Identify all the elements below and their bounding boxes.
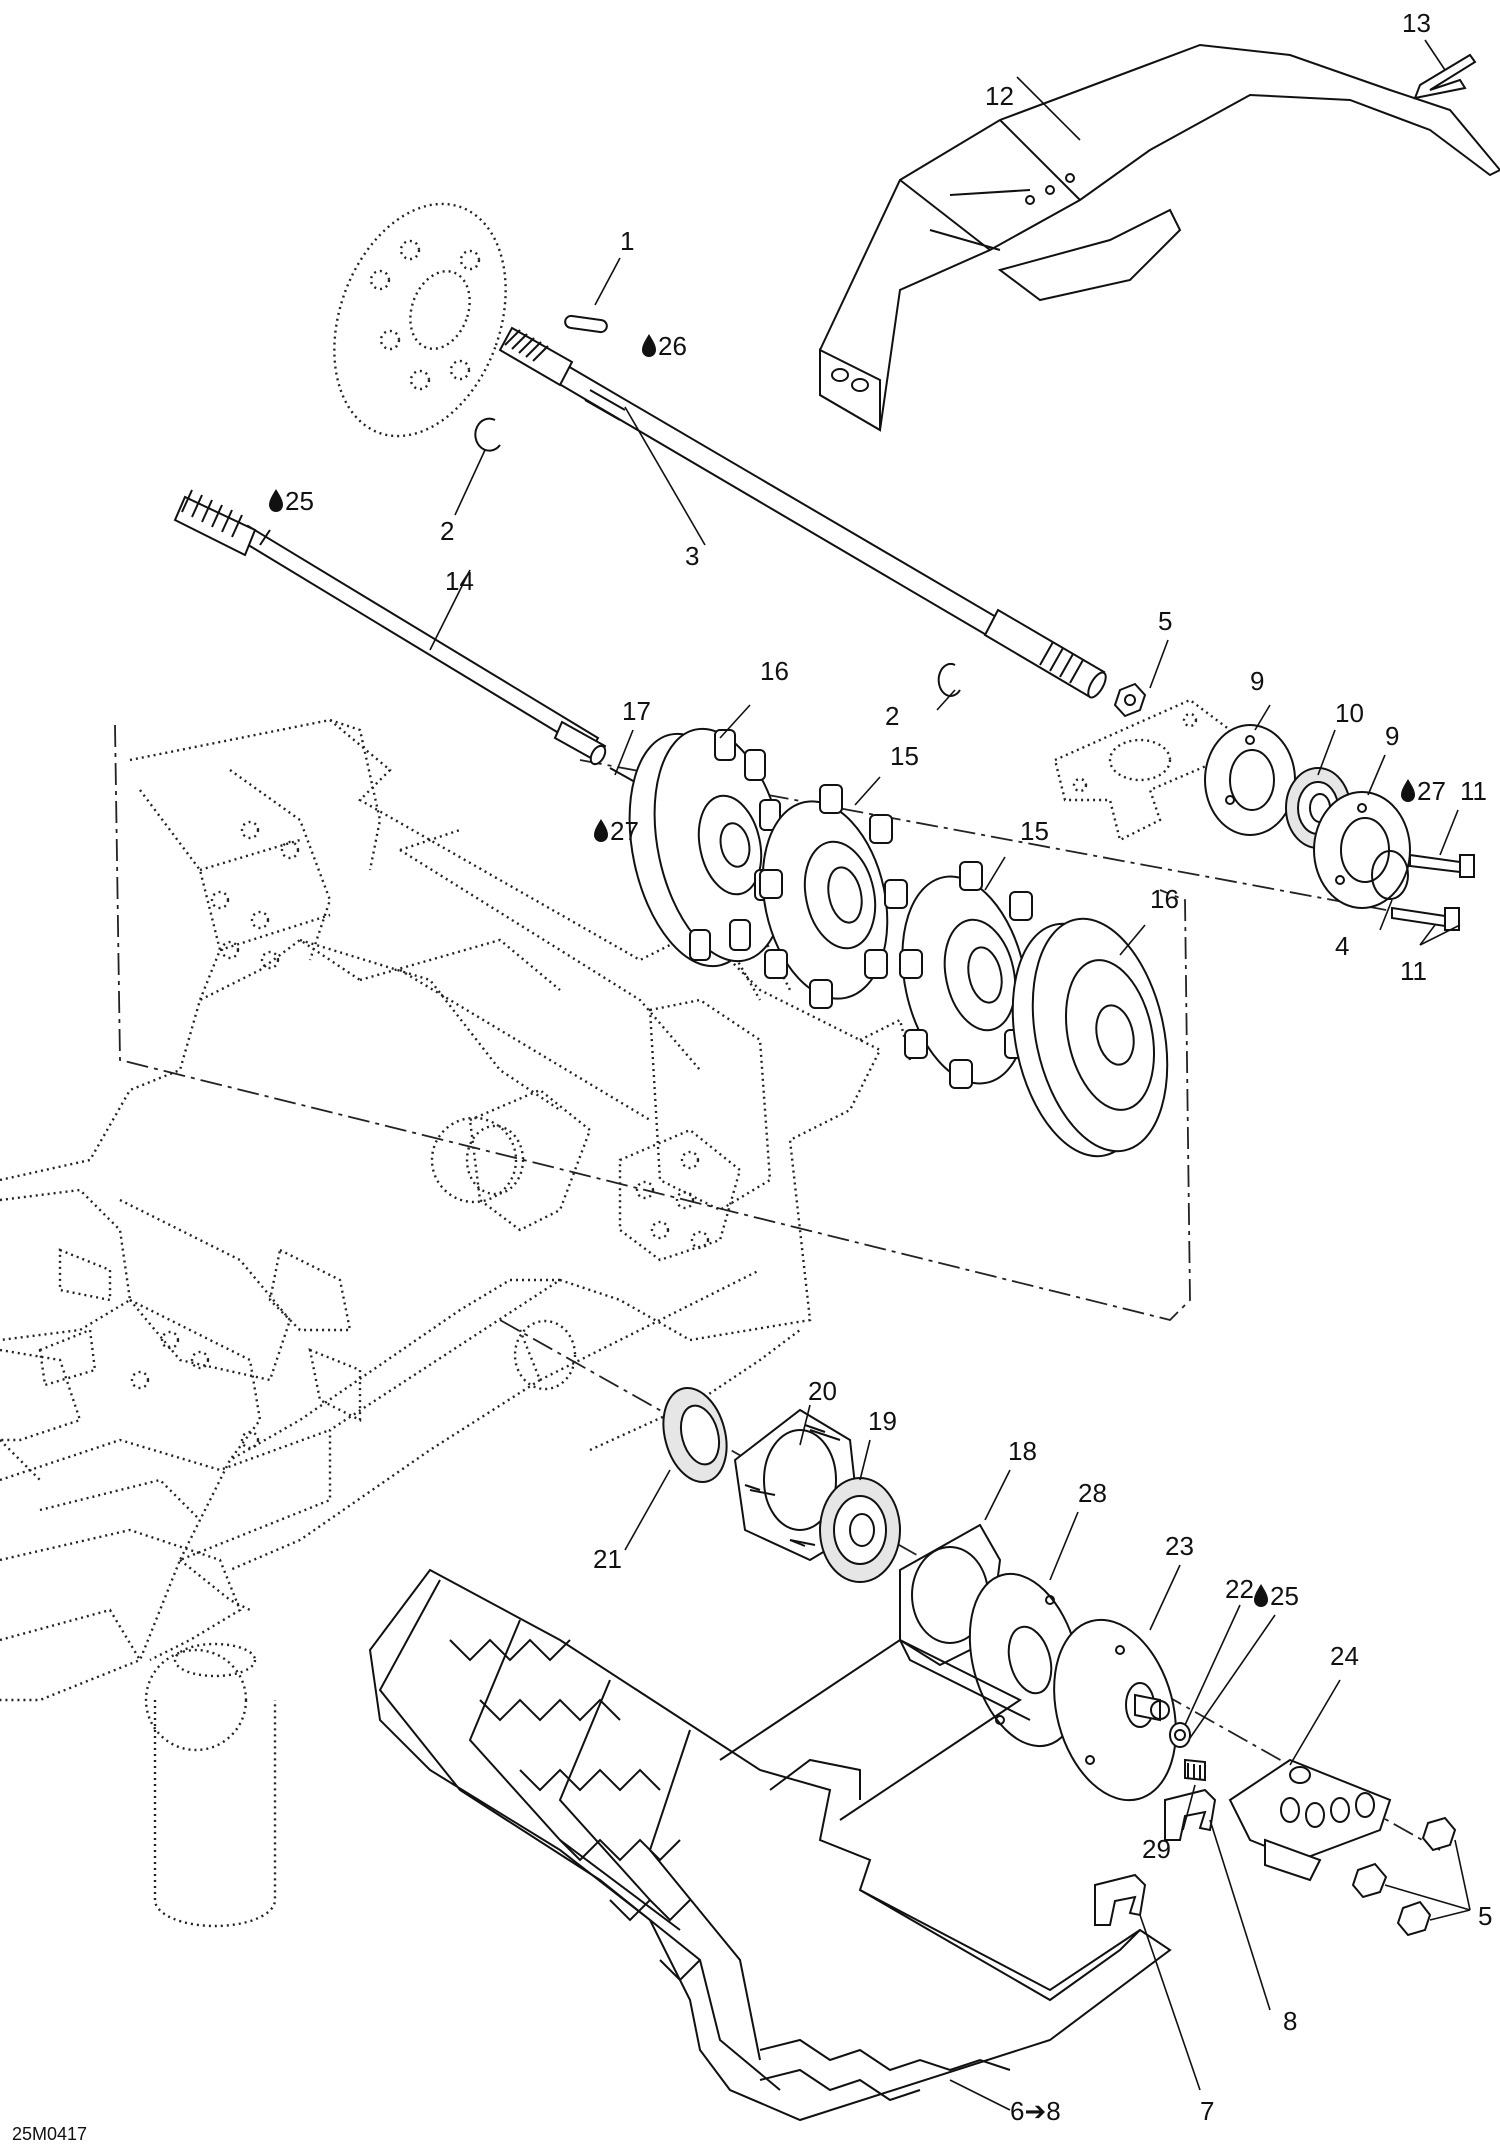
slide-guide-part-7: [1094, 1873, 1147, 1926]
clip-part-13: [1413, 53, 1477, 100]
flange-part-9-right: [1313, 791, 1411, 909]
callout-6-8: 6➔8: [1010, 2096, 1061, 2126]
bearing-part-19: [819, 1477, 901, 1583]
callout-14: 14: [445, 566, 474, 596]
callout-7: 7: [1200, 2096, 1214, 2126]
hub-part-23: [1053, 1618, 1177, 1802]
protector-part-12: [819, 43, 1500, 432]
callout-25-upper: 25: [285, 486, 314, 516]
oil-drop-icon: [594, 819, 608, 842]
oil-drop-icon: [642, 334, 656, 357]
callout-27-left: 27: [610, 816, 639, 846]
callout-28: 28: [1078, 1478, 1107, 1508]
nuts-part-5-lower: [1351, 1816, 1457, 1937]
callout-24: 24: [1330, 1641, 1359, 1671]
callout-17: 17: [622, 696, 651, 726]
callout-9-right: 9: [1385, 721, 1399, 751]
ring-part-4: [1371, 850, 1409, 900]
track-part-6: [368, 1568, 1172, 2122]
leader-lines: [429, 39, 1471, 2111]
callout-2-upper: 2: [440, 516, 454, 546]
callout-labels: 1 2 2 3 4 5 5 6➔8 7 8 9 9 10 11 11 12 13…: [285, 8, 1492, 2126]
callout-9-left: 9: [1250, 666, 1264, 696]
callout-2-lower: 2: [885, 701, 899, 731]
callout-27-right: 27: [1417, 776, 1446, 806]
sprocket-part-15-left: [759, 784, 908, 1009]
callout-20: 20: [808, 1376, 837, 1406]
oil-drop-icon: [1254, 1584, 1268, 1607]
callout-22: 22: [1225, 1574, 1254, 1604]
callout-21: 21: [593, 1544, 622, 1574]
drive-axle: [498, 326, 1107, 699]
flange-part-9-left: [1204, 724, 1296, 836]
callout-26: 26: [658, 331, 687, 361]
bearing-bracket-upper: [1053, 698, 1232, 842]
idler-wheel-part-16-right: [1011, 917, 1169, 1158]
fitting-part-22: [1169, 1722, 1191, 1748]
sprocket-shaft: [173, 489, 607, 766]
slide-guide-part-8: [1164, 1788, 1217, 1841]
callout-8: 8: [1283, 2006, 1297, 2036]
key-part-1: [564, 314, 608, 334]
callout-10: 10: [1335, 698, 1364, 728]
oil-drop-icon: [269, 489, 283, 512]
cover-part-21: [662, 1386, 728, 1484]
callout-25-lower: 25: [1270, 1581, 1299, 1611]
brake-disc: [333, 202, 507, 438]
pin-part-17: [609, 767, 636, 783]
plug-part-29: [1184, 1758, 1206, 1782]
nut-part-5-upper: [1113, 682, 1147, 718]
assembly-boundary: [114, 724, 1191, 1321]
idler-wheel-part-16-left: [628, 727, 787, 968]
callout-19: 19: [868, 1406, 897, 1436]
circlip-part-2-upper: [474, 417, 501, 452]
circlip-part-2-lower: [937, 662, 961, 697]
callout-13: 13: [1402, 8, 1431, 38]
callout-5-upper: 5: [1158, 606, 1172, 636]
callout-3: 3: [685, 541, 699, 571]
callout-16-right: 16: [1150, 884, 1179, 914]
callout-12: 12: [985, 81, 1014, 111]
bracket-part-24: [1228, 1758, 1392, 1882]
callout-29: 29: [1142, 1834, 1171, 1864]
screws-part-11: [1391, 853, 1475, 931]
callout-11-upper: 11: [1460, 776, 1487, 806]
callout-11-lower: 11: [1400, 956, 1427, 986]
callout-23: 23: [1165, 1531, 1194, 1561]
callout-15-left: 15: [890, 741, 919, 771]
oil-drop-icon: [1401, 779, 1415, 802]
callout-15-right: 15: [1020, 816, 1049, 846]
callout-1: 1: [620, 226, 634, 256]
callout-18: 18: [1008, 1436, 1037, 1466]
callout-16-left: 16: [760, 656, 789, 686]
callout-4: 4: [1335, 931, 1349, 961]
figure-code: 25M0417: [12, 2124, 87, 2144]
callout-5-lower: 5: [1478, 1901, 1492, 1931]
